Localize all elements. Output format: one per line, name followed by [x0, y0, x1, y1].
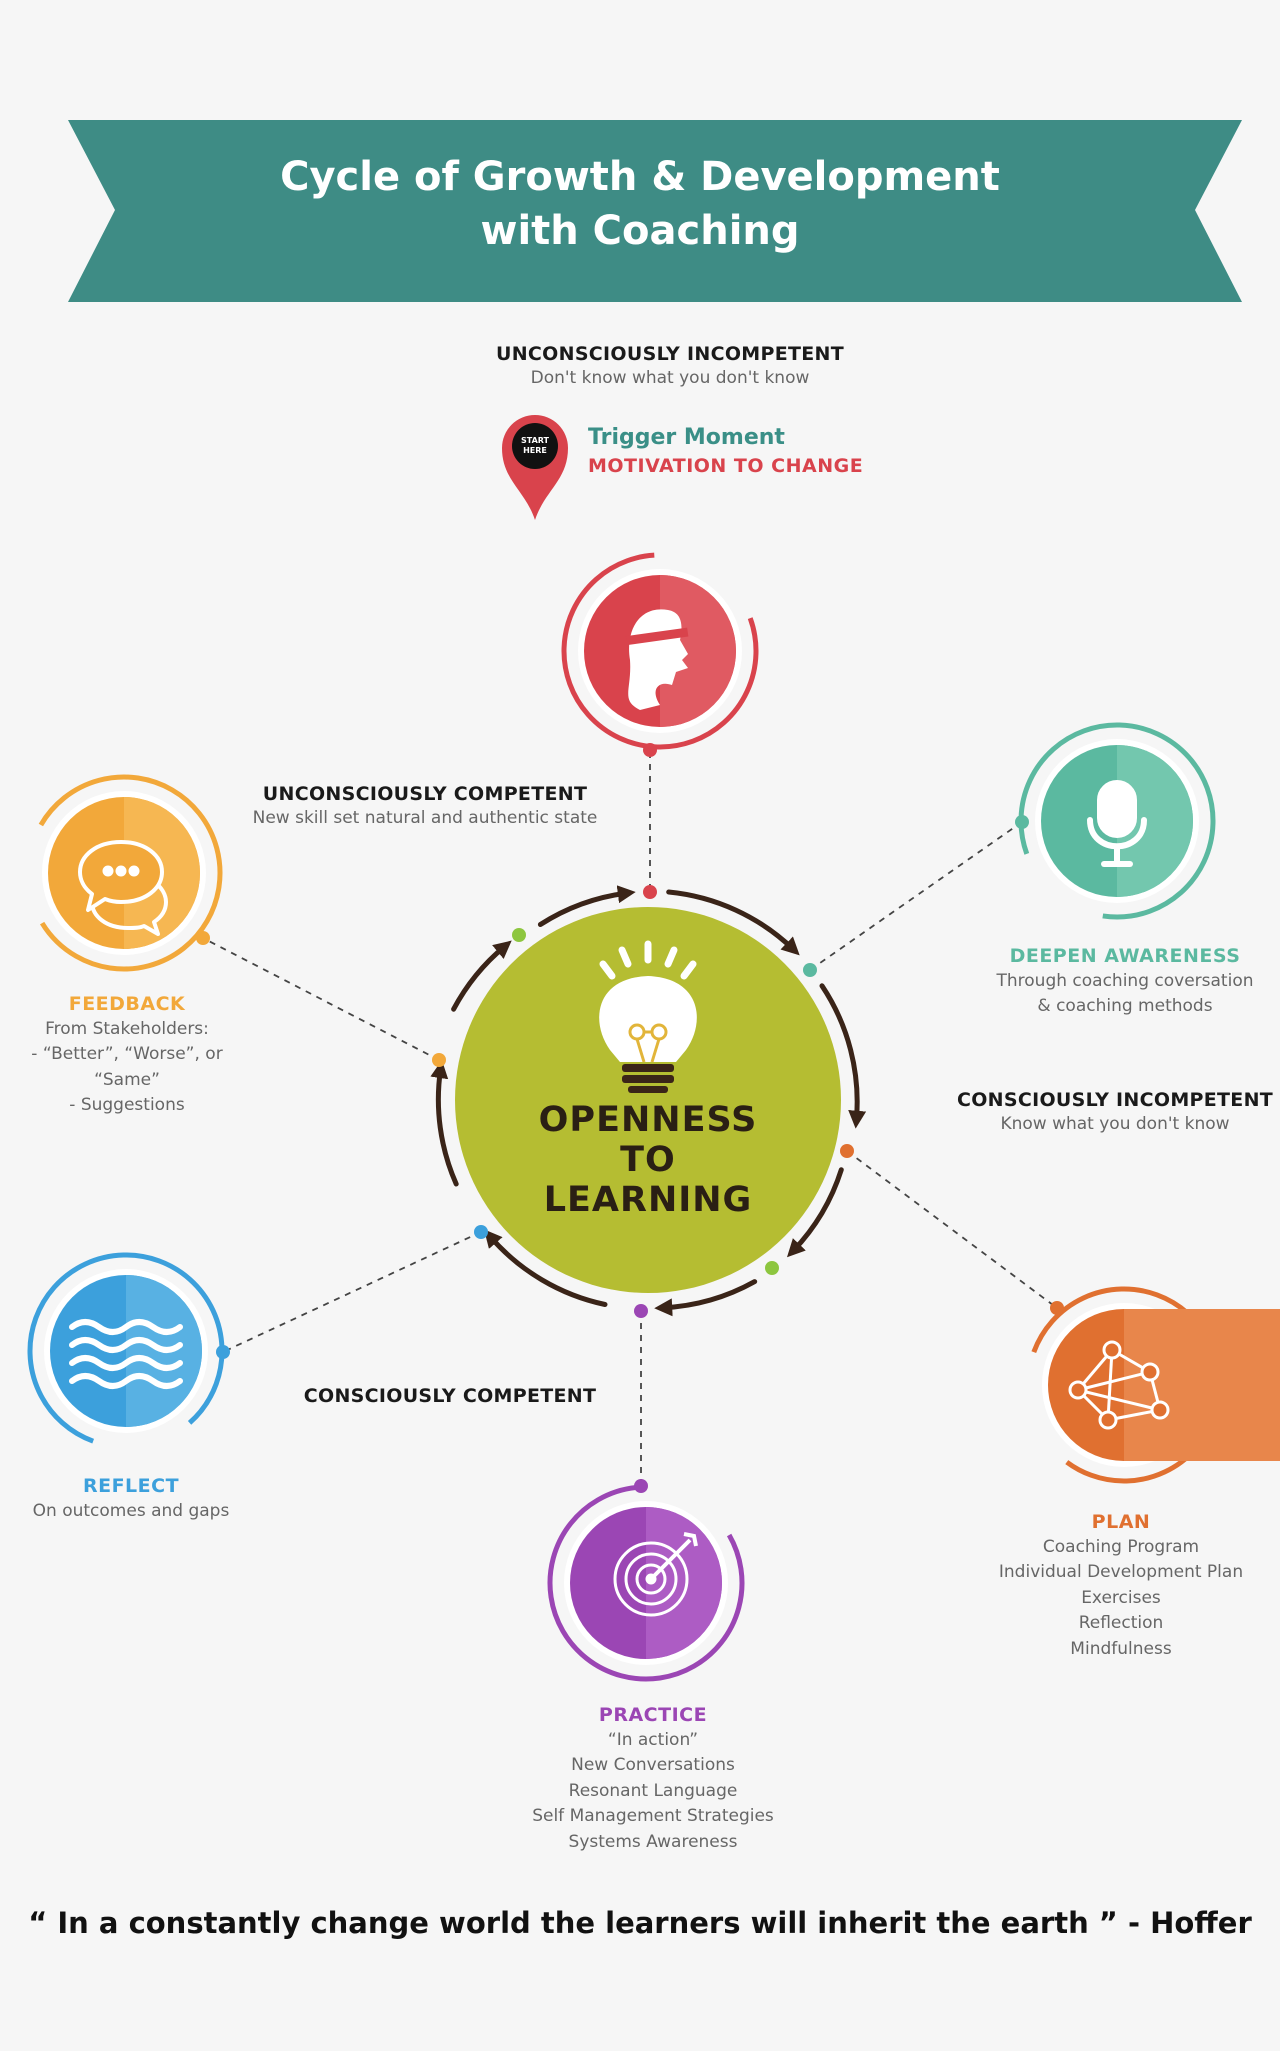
reflect-line: On outcomes and gaps	[32, 1500, 230, 1521]
dot-feedback	[432, 1053, 446, 1067]
cycle-arrow-5	[484, 1229, 608, 1307]
feedback-label: FEEDBACK	[68, 993, 186, 1015]
cycle-arrow-4	[654, 1279, 758, 1317]
stage-unconsciously-competent: UNCONSCIOUSLY COMPETENT New skill set na…	[220, 782, 630, 829]
node-plan	[1025, 1286, 1280, 1484]
dot-plan	[840, 1144, 854, 1158]
plan-line: Mindfulness	[1070, 1638, 1172, 1659]
deepen-awareness-line: & coaching methods	[1037, 996, 1213, 1017]
node-feedback	[25, 774, 223, 972]
dot-deepen	[803, 963, 817, 977]
stage-heading: UNCONSCIOUSLY COMPETENT	[262, 783, 588, 805]
dot-top	[643, 885, 657, 899]
pin-label: START HERE	[505, 436, 565, 456]
center-line-1: OPENNESS	[538, 1100, 758, 1140]
microphone-icon	[1087, 780, 1147, 867]
node-reflect	[27, 1252, 230, 1450]
deepen-awareness-label: DEEPEN AWARENESS	[1009, 945, 1241, 967]
practice-line: “In action”	[607, 1729, 699, 1750]
center-line-2: TO	[620, 1140, 676, 1180]
map-pin-icon	[502, 415, 568, 520]
center-circle	[455, 907, 841, 1293]
node-top	[561, 552, 759, 757]
center-line-3: LEARNING	[543, 1180, 753, 1220]
practice-line: Self Management Strategies	[532, 1806, 774, 1827]
dot-lime-left	[512, 928, 526, 942]
feedback-text: FEEDBACK From Stakeholders: - “Better”, …	[0, 992, 254, 1119]
stage-consciously-incompetent: CONSCIOUSLY INCOMPETENT Know what you do…	[950, 1088, 1280, 1135]
plan-line: Reflection	[1078, 1613, 1164, 1634]
cycle-arrow-2	[819, 983, 867, 1129]
connector-lines	[202, 752, 1058, 1484]
stage-consciously-competent: CONSCIOUSLY COMPETENT	[270, 1384, 630, 1409]
title-line-2: with Coaching	[480, 208, 800, 254]
dot-lime-right	[765, 1261, 779, 1275]
page-title: Cycle of Growth & Development with Coach…	[0, 150, 1280, 258]
pin-label-line-2: HERE	[523, 446, 547, 455]
practice-line: Resonant Language	[568, 1780, 738, 1801]
title-banner	[68, 120, 1242, 302]
cycle-arrow-3	[786, 1167, 844, 1258]
practice-line: Systems Awareness	[568, 1831, 738, 1852]
stage-subtext: New skill set natural and authentic stat…	[252, 807, 598, 828]
dot-reflect	[474, 1225, 488, 1239]
feedback-line: - “Better”, “Worse”, or “Same”	[31, 1044, 223, 1090]
stage-subtext: Know what you don't know	[1000, 1113, 1230, 1134]
cycle-arrow-1	[666, 889, 800, 956]
cycle-arrow-6	[430, 1060, 459, 1187]
plan-line: Exercises	[1081, 1587, 1161, 1608]
stage-heading: CONSCIOUSLY INCOMPETENT	[956, 1089, 1274, 1111]
network-icon	[1068, 1340, 1170, 1430]
node-deepen-awareness	[1015, 722, 1216, 920]
deepen-awareness-line: Through coaching coversation	[996, 970, 1254, 991]
stage-heading: UNCONSCIOUSLY INCOMPETENT	[496, 343, 844, 365]
pin-label-line-1: START	[520, 436, 550, 445]
blindfolded-head-icon	[625, 609, 689, 710]
center-label: OPENNESS TO LEARNING	[517, 1100, 779, 1220]
waves-icon	[69, 1319, 183, 1389]
practice-text: PRACTICE “In action” New Conversations R…	[500, 1703, 806, 1855]
cycle-arrow-7	[451, 940, 512, 1012]
stage-subtext: Don't know what you don't know	[530, 367, 810, 388]
trigger-title: Trigger Moment	[588, 425, 785, 450]
plan-text: PLAN Coaching Program Individual Develop…	[980, 1510, 1262, 1662]
feedback-line: - Suggestions	[69, 1095, 185, 1116]
ring-dots	[432, 885, 854, 1318]
plan-label: PLAN	[1091, 1511, 1151, 1533]
practice-label: PRACTICE	[598, 1704, 708, 1726]
practice-line: New Conversations	[571, 1755, 735, 1776]
plan-line: Individual Development Plan	[998, 1562, 1244, 1583]
reflect-label: REFLECT	[82, 1475, 180, 1497]
deepen-awareness-text: DEEPEN AWARENESS Through coaching covers…	[980, 944, 1270, 1020]
connector-plan	[846, 1150, 1058, 1309]
stage-unconsciously-incompetent: UNCONSCIOUSLY INCOMPETENT Don't know wha…	[390, 342, 950, 389]
node-practice	[547, 1479, 745, 1682]
connector-reflect	[222, 1231, 482, 1353]
feedback-line: From Stakeholders:	[45, 1018, 209, 1039]
stage-heading: CONSCIOUSLY COMPETENT	[303, 1385, 597, 1407]
target-icon	[613, 1532, 698, 1617]
quote: “ In a constantly change world the learn…	[28, 1906, 1252, 1940]
lightbulb-icon	[599, 940, 697, 1093]
dot-practice	[634, 1304, 648, 1318]
title-line-1: Cycle of Growth & Development	[280, 154, 1000, 200]
trigger-subtitle: MOTIVATION TO CHANGE	[588, 455, 864, 477]
cycle-arrows	[430, 885, 867, 1317]
cycle-arrow-8	[537, 885, 636, 927]
plan-line: Coaching Program	[1042, 1536, 1200, 1557]
chat-bubbles-icon	[78, 840, 168, 936]
reflect-text: REFLECT On outcomes and gaps	[20, 1474, 242, 1524]
connector-feedback	[202, 937, 440, 1061]
